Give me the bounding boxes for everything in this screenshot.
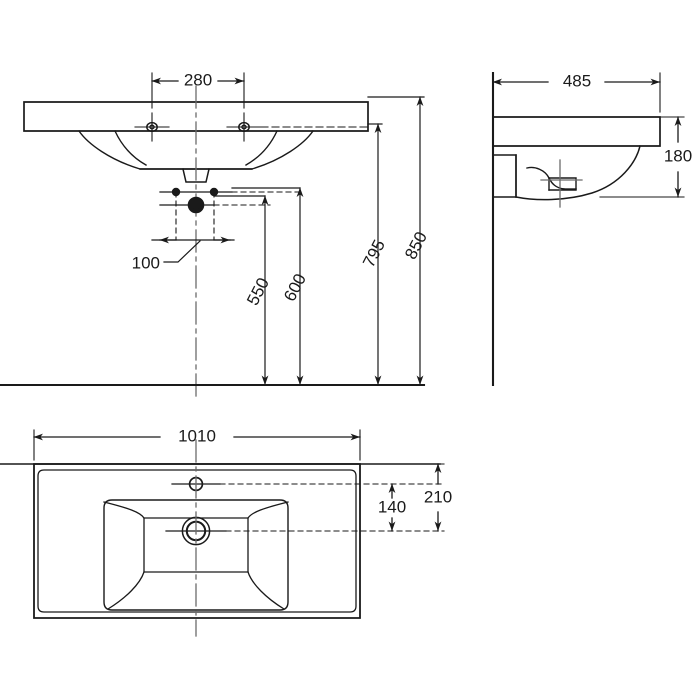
dim-label-1010: 1010	[178, 426, 216, 445]
dim-label-100: 100	[132, 253, 160, 272]
plan-inner-rim-outline	[37, 469, 357, 613]
dim-label-550: 550	[243, 275, 273, 309]
dim-485-group	[492, 72, 661, 113]
side-bowl-profile	[492, 145, 641, 201]
plan-view: 1010 140 210	[0, 426, 452, 637]
front-waste-stub	[182, 168, 210, 183]
dim-label-600: 600	[280, 271, 310, 305]
dim-550-group	[213, 195, 269, 386]
front-rim-body	[23, 101, 369, 132]
dim-280-group	[151, 72, 245, 109]
plan-outer-outline	[33, 463, 361, 619]
dim-850-group	[367, 96, 425, 386]
front-elevation-view: 280 100 550 600	[0, 70, 431, 398]
dim-1010-group	[33, 429, 361, 461]
dim-label-795: 795	[359, 237, 389, 271]
side-elevation-view: 485 180	[491, 71, 692, 387]
dim-label-210: 210	[424, 487, 452, 506]
side-waste-detail	[526, 166, 577, 191]
dim-210-group	[359, 463, 445, 532]
dim-600-group	[231, 187, 304, 386]
dim-label-485: 485	[563, 71, 591, 90]
side-rim-body	[492, 116, 661, 147]
dim-label-850: 850	[401, 229, 431, 263]
dim-label-140: 140	[378, 497, 406, 516]
dim-label-280: 280	[184, 70, 212, 89]
plan-projection-lines	[219, 483, 445, 532]
dim-795-group	[367, 123, 383, 386]
front-tap-centre-marks	[134, 112, 262, 142]
dim-100-group	[151, 236, 235, 263]
dim-label-180: 180	[664, 146, 692, 165]
front-connection-detail	[159, 187, 301, 241]
plan-bowl-outline	[103, 499, 289, 611]
dim-180-group	[599, 116, 685, 198]
side-centre-marks	[540, 159, 583, 208]
